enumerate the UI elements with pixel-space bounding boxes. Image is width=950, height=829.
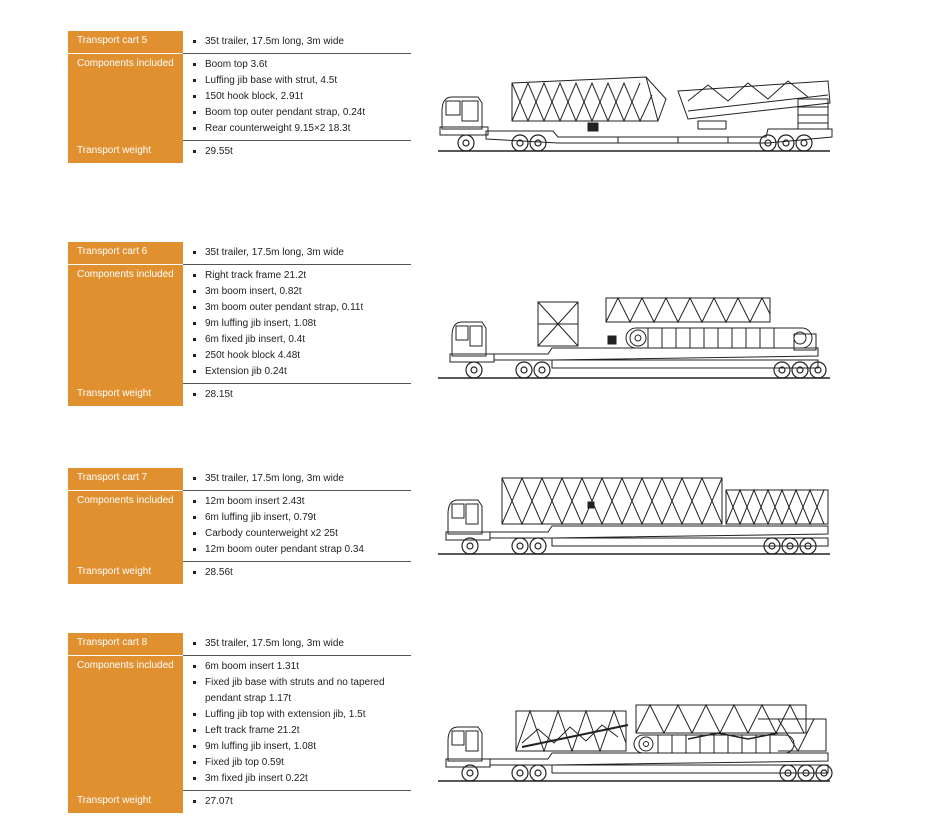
weight-value: 27.07t [192, 794, 411, 810]
component-item: Boom top 3.6t [192, 57, 411, 73]
component-item: 3m boom insert, 0.82t [192, 284, 411, 300]
row-value: 35t trailer, 17.5m long, 3m wide [183, 468, 411, 491]
truck-illustration [438, 476, 838, 556]
component-item: Fixed jib base with struts and no tapere… [192, 675, 411, 707]
row-label: Transport weight [68, 562, 183, 584]
row-components: Components included Right track frame 21… [68, 265, 411, 384]
row-label: Transport weight [68, 384, 183, 406]
component-item: 150t hook block, 2.91t [192, 89, 411, 105]
row-value: 28.56t [183, 562, 411, 584]
trailer-spec: 35t trailer, 17.5m long, 3m wide [192, 636, 411, 652]
row-transport-cart: Transport cart 7 35t trailer, 17.5m long… [68, 468, 411, 491]
row-value: 12m boom insert 2.43t 6m luffing jib ins… [183, 491, 411, 562]
row-value: 28.15t [183, 384, 411, 406]
trailer-spec: 35t trailer, 17.5m long, 3m wide [192, 34, 411, 50]
row-transport-cart: Transport cart 5 35t trailer, 17.5m long… [68, 31, 411, 54]
row-value: Boom top 3.6t Luffing jib base with stru… [183, 54, 411, 141]
row-label: Transport cart 6 [68, 242, 183, 265]
component-item: Rear counterweight 9.15×2 18.3t [192, 121, 411, 137]
row-value: 29.55t [183, 141, 411, 163]
component-item: 6m fixed jib insert, 0.4t [192, 332, 411, 348]
row-value: 6m boom insert 1.31t Fixed jib base with… [183, 656, 411, 791]
row-label: Transport weight [68, 791, 183, 813]
component-item: Carbody counterweight x2 25t [192, 526, 411, 542]
trailer-spec: 35t trailer, 17.5m long, 3m wide [192, 245, 411, 261]
component-item: Luffing jib top with extension jib, 1.5t [192, 707, 411, 723]
weight-value: 28.15t [192, 387, 411, 403]
component-item: 3m fixed jib insert 0.22t [192, 771, 411, 787]
spec-table: Transport cart 7 35t trailer, 17.5m long… [68, 468, 411, 584]
component-item: Extension jib 0.24t [192, 364, 411, 380]
component-item: Right track frame 21.2t [192, 268, 411, 284]
trailer-spec: 35t trailer, 17.5m long, 3m wide [192, 471, 411, 487]
row-transport-cart: Transport cart 8 35t trailer, 17.5m long… [68, 633, 411, 656]
component-item: 12m boom outer pendant strap 0.34 [192, 542, 411, 558]
row-label: Transport weight [68, 141, 183, 163]
row-value: 35t trailer, 17.5m long, 3m wide [183, 242, 411, 265]
component-item: 3m boom outer pendant strap, 0.11t [192, 300, 411, 316]
truck-illustration [438, 703, 838, 783]
weight-value: 28.56t [192, 565, 411, 581]
spec-table: Transport cart 5 35t trailer, 17.5m long… [68, 31, 411, 163]
spec-table: Transport cart 8 35t trailer, 17.5m long… [68, 633, 411, 813]
row-weight: Transport weight 28.15t [68, 384, 411, 406]
component-item: 9m luffing jib insert, 1.08t [192, 316, 411, 332]
truck-illustration [438, 294, 838, 380]
row-value: 27.07t [183, 791, 411, 813]
row-value: 35t trailer, 17.5m long, 3m wide [183, 31, 411, 54]
row-weight: Transport weight 28.56t [68, 562, 411, 584]
row-transport-cart: Transport cart 6 35t trailer, 17.5m long… [68, 242, 411, 265]
component-item: Boom top outer pendant strap, 0.24t [192, 105, 411, 121]
row-label: Transport cart 8 [68, 633, 183, 656]
component-item: 9m luffing jib insert, 1.08t [192, 739, 411, 755]
weight-value: 29.55t [192, 144, 411, 160]
row-label: Transport cart 5 [68, 31, 183, 54]
component-item: 250t hook block 4.48t [192, 348, 411, 364]
row-components: Components included 12m boom insert 2.43… [68, 491, 411, 562]
component-item: 6m boom insert 1.31t [192, 659, 411, 675]
row-label: Components included [68, 491, 183, 562]
component-item: Luffing jib base with strut, 4.5t [192, 73, 411, 89]
row-value: Right track frame 21.2t 3m boom insert, … [183, 265, 411, 384]
truck-illustration [438, 71, 838, 153]
row-label: Components included [68, 265, 183, 384]
row-components: Components included Boom top 3.6t Luffin… [68, 54, 411, 141]
row-value: 35t trailer, 17.5m long, 3m wide [183, 633, 411, 656]
row-label: Components included [68, 54, 183, 141]
component-item: Fixed jib top 0.59t [192, 755, 411, 771]
component-item: 6m luffing jib insert, 0.79t [192, 510, 411, 526]
row-components: Components included 6m boom insert 1.31t… [68, 656, 411, 791]
row-label: Transport cart 7 [68, 468, 183, 491]
component-item: 12m boom insert 2.43t [192, 494, 411, 510]
row-label: Components included [68, 656, 183, 791]
spec-table: Transport cart 6 35t trailer, 17.5m long… [68, 242, 411, 406]
component-item: Left track frame 21.2t [192, 723, 411, 739]
row-weight: Transport weight 29.55t [68, 141, 411, 163]
row-weight: Transport weight 27.07t [68, 791, 411, 813]
